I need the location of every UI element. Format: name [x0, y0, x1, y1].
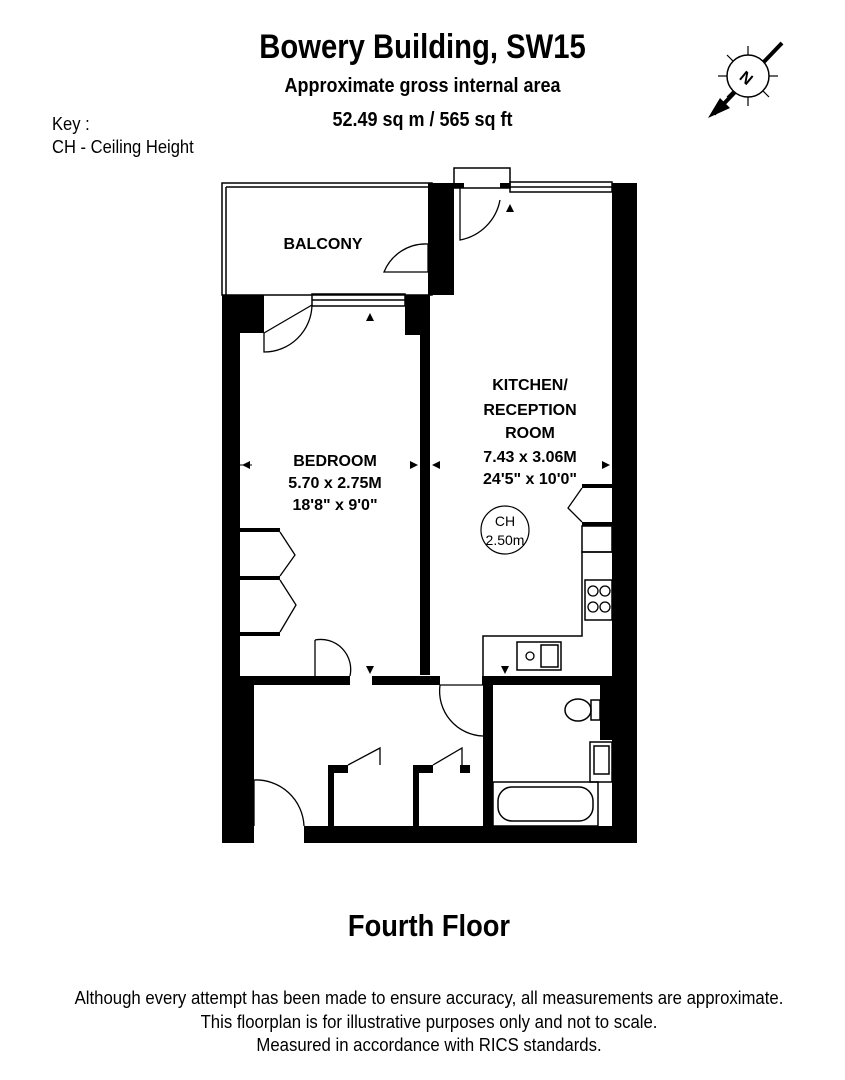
floor-label: Fourth Floor — [347, 908, 511, 943]
ceiling-height-label: CH — [495, 513, 515, 529]
room-bedroom-metric: 5.70 x 2.75M — [288, 475, 381, 492]
room-kitchen-name-1: KITCHEN/ — [492, 377, 568, 394]
room-kitchen-name-2: RECEPTION — [483, 402, 576, 419]
room-bedroom-name: BEDROOM — [293, 453, 377, 470]
key-heading: Key : — [52, 114, 90, 134]
room-bedroom-imperial: 18'8" x 9'0" — [292, 497, 377, 514]
plan-title: Bowery Building, SW15 — [259, 28, 586, 66]
ceiling-height-value: 2.50m — [486, 532, 525, 548]
room-balcony-name: BALCONY — [283, 236, 362, 253]
room-kitchen-name-3: ROOM — [505, 425, 555, 442]
key-item-ceiling-height: CH - Ceiling Height — [52, 137, 194, 157]
room-kitchen-imperial: 24'5" x 10'0" — [483, 471, 577, 488]
gross-area: 52.49 sq m / 565 sq ft — [332, 109, 513, 131]
plan-subtitle: Approximate gross internal area — [284, 75, 561, 97]
disclaimer-line-2: This floorplan is for illustrative purpo… — [200, 1012, 658, 1032]
disclaimer-line-1: Although every attempt has been made to … — [74, 988, 784, 1008]
north-arrow-icon: N — [708, 41, 784, 118]
room-kitchen-metric: 7.43 x 3.06M — [483, 449, 576, 466]
ceiling-height-marker: CH 2.50m — [480, 505, 530, 555]
disclaimer-line-3: Measured in accordance with RICS standar… — [256, 1035, 602, 1055]
